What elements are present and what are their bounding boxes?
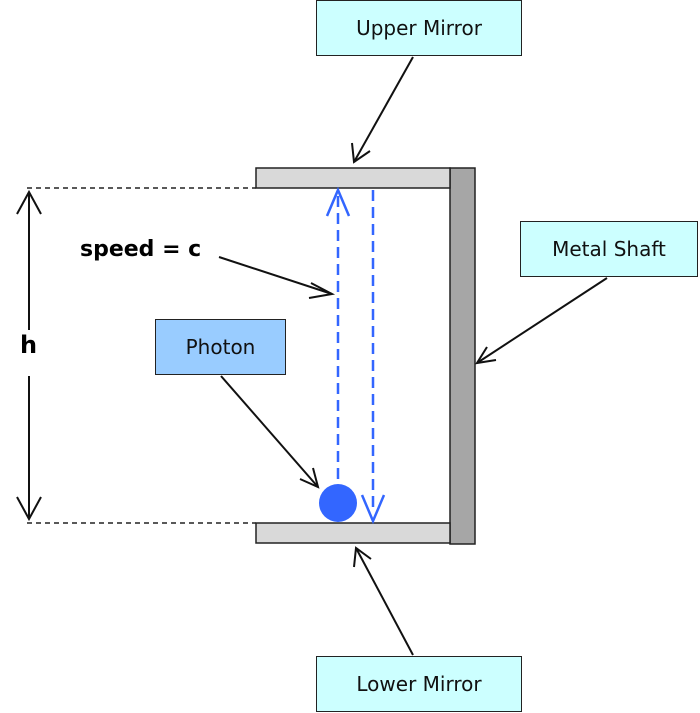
upper-mirror-label-box: Upper Mirror [316, 0, 522, 56]
lower-mirror-label: Lower Mirror [356, 672, 482, 696]
height-double-arrow [16, 189, 42, 522]
upward-light-path [325, 186, 351, 496]
metal-shaft [449, 167, 476, 545]
speed-label: speed = c [80, 237, 202, 262]
speed-pointer-arrow [218, 256, 336, 299]
upper-mirror-label: Upper Mirror [356, 16, 482, 40]
photon-label: Photon [185, 335, 256, 359]
upper-mirror-pointer-arrow [351, 56, 414, 164]
height-label: h [20, 331, 38, 359]
lower-mirror-label-box: Lower Mirror [316, 656, 522, 712]
downward-light-path [360, 190, 386, 525]
lower-mirror-pointer-arrow [353, 546, 414, 656]
photon-label-box: Photon [155, 319, 286, 375]
metal-shaft-pointer-arrow [474, 277, 608, 365]
photon-particle [319, 484, 357, 522]
photon-pointer-arrow [220, 375, 320, 489]
upper-mirror [255, 167, 451, 189]
metal-shaft-label: Metal Shaft [552, 237, 666, 261]
lower-mirror [255, 522, 451, 544]
metal-shaft-label-box: Metal Shaft [520, 221, 698, 277]
